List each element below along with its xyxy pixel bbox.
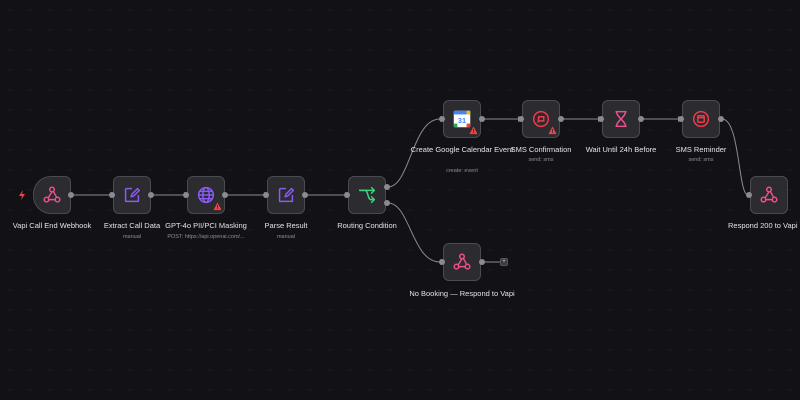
node-subtitle: POST: https://api.openai.com/...	[167, 234, 245, 240]
edge-smsreminder-respond	[721, 118, 749, 196]
node-label: No Booking — Respond to Vapi	[409, 289, 515, 298]
node-label: Create Google Calendar Event	[410, 145, 514, 154]
node-label: SMS Reminder	[675, 145, 727, 154]
node-respond-200[interactable]	[750, 176, 788, 214]
input-port[interactable]	[344, 192, 350, 198]
node-wait-24h[interactable]	[602, 100, 640, 138]
output-port[interactable]	[479, 116, 485, 122]
node-no-booking-respond[interactable]	[443, 243, 481, 281]
edge-routing-nobooking	[387, 202, 441, 263]
webhook-icon	[453, 253, 471, 270]
trigger-bolt-icon	[19, 190, 25, 200]
input-port[interactable]	[439, 259, 445, 265]
node-label: GPT-4o PII/PCI Masking	[165, 221, 247, 230]
output-port[interactable]	[638, 116, 644, 122]
node-subtitle: send: sms	[688, 157, 714, 163]
node-parse-result[interactable]	[267, 176, 305, 214]
edit-icon	[124, 187, 141, 203]
node-label: Routing Condition	[337, 221, 397, 230]
node-label: Parse Result	[264, 221, 308, 230]
warning-icon[interactable]	[548, 126, 557, 135]
webhook-icon	[43, 186, 61, 203]
node-extract-call-data[interactable]	[113, 176, 151, 214]
node-label: Wait Until 24h Before	[585, 145, 657, 154]
node-label: Extract Call Data	[103, 221, 161, 230]
input-port[interactable]	[518, 116, 524, 122]
node-gpt4o-masking[interactable]	[187, 176, 225, 214]
node-label: SMS Confirmation	[510, 145, 572, 154]
node-subtitle: send: sms	[528, 157, 554, 163]
globe-icon	[197, 186, 215, 204]
output-port-false[interactable]	[384, 200, 390, 206]
sms-reminder-icon	[692, 110, 710, 128]
output-port[interactable]	[148, 192, 154, 198]
warning-icon[interactable]	[469, 126, 478, 135]
node-sms-confirmation[interactable]	[522, 100, 560, 138]
warning-icon[interactable]	[213, 202, 222, 211]
input-port[interactable]	[439, 116, 445, 122]
input-port[interactable]	[598, 116, 604, 122]
webhook-icon	[760, 186, 778, 203]
sms-icon	[532, 110, 550, 128]
input-port[interactable]	[746, 192, 752, 198]
node-subtitle: manual	[122, 234, 142, 240]
node-google-calendar[interactable]: 31	[443, 100, 481, 138]
output-port[interactable]	[68, 192, 74, 198]
output-port[interactable]	[718, 116, 724, 122]
node-label: Respond 200 to Vapi	[728, 221, 798, 230]
output-port[interactable]	[222, 192, 228, 198]
calendar-day-text: 31	[458, 116, 466, 125]
input-port[interactable]	[263, 192, 269, 198]
node-subtitle: manual	[276, 234, 296, 240]
input-port[interactable]	[109, 192, 115, 198]
output-port[interactable]	[558, 116, 564, 122]
node-subtitle: create: event	[446, 168, 478, 174]
output-port[interactable]	[302, 192, 308, 198]
node-vapi-call-end-webhook[interactable]	[33, 176, 71, 214]
input-port[interactable]	[678, 116, 684, 122]
edit-icon	[278, 187, 295, 203]
hourglass-icon	[615, 110, 627, 128]
node-label: Vapi Call End Webhook	[12, 221, 92, 230]
node-routing-condition[interactable]	[348, 176, 386, 214]
node-sms-reminder[interactable]	[682, 100, 720, 138]
edge-routing-calendar	[387, 118, 441, 188]
add-node-button[interactable]: +	[500, 258, 508, 266]
switch-icon	[358, 186, 376, 204]
input-port[interactable]	[183, 192, 189, 198]
google-calendar-icon: 31	[453, 110, 471, 128]
output-port-true[interactable]	[384, 184, 390, 190]
output-port[interactable]	[479, 259, 485, 265]
